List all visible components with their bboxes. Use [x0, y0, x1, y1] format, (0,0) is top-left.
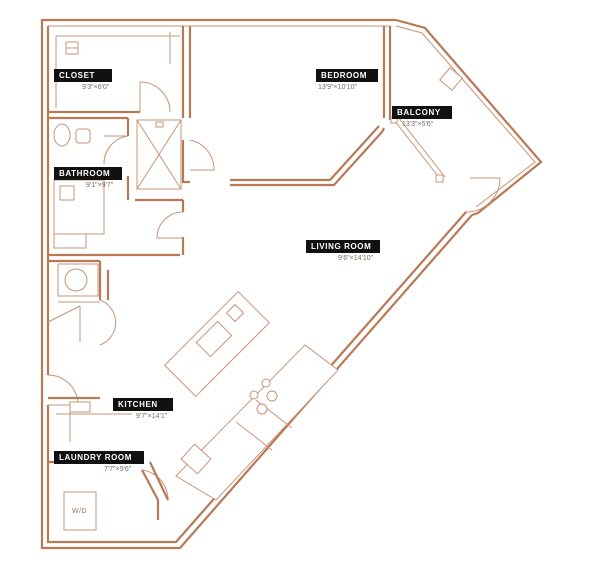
bedroom-walls: [181, 26, 446, 187]
washer-dryer-label: W/D: [72, 508, 88, 515]
closet-walls: [48, 32, 180, 120]
living-room-label: LIVING ROOM: [306, 240, 380, 253]
living-room-dimensions: 9'6"×14'10": [338, 255, 374, 262]
laundry-room-label: LAUNDRY ROOM: [54, 451, 144, 464]
balcony-label: BALCONY: [392, 106, 452, 119]
closet-label: CLOSET: [54, 69, 112, 82]
bedroom-dimensions: 13'9"×10'10": [318, 84, 357, 91]
balcony-outline: [395, 18, 543, 217]
bedroom-label: BEDROOM: [316, 69, 378, 82]
balcony-dimensions: 13'3"×5'6": [402, 121, 434, 128]
closet-dimensions: 9'3"×6'0": [82, 84, 110, 91]
bathroom-dimensions: 9'1"×9'7": [86, 182, 114, 189]
bathroom-label: BATHROOM: [54, 167, 122, 180]
kitchen-dimensions: 9'7"×14'1": [136, 413, 168, 420]
door-swings: [47, 81, 501, 501]
kitchen-label: KITCHEN: [113, 398, 173, 411]
bathroom-walls: [48, 118, 185, 263]
laundry-room-walls: [48, 460, 169, 531]
utility-closet: [47, 261, 110, 342]
laundry-room-dimensions: 7'7"×9'6": [104, 466, 132, 473]
kitchen-fixtures: [48, 290, 339, 501]
